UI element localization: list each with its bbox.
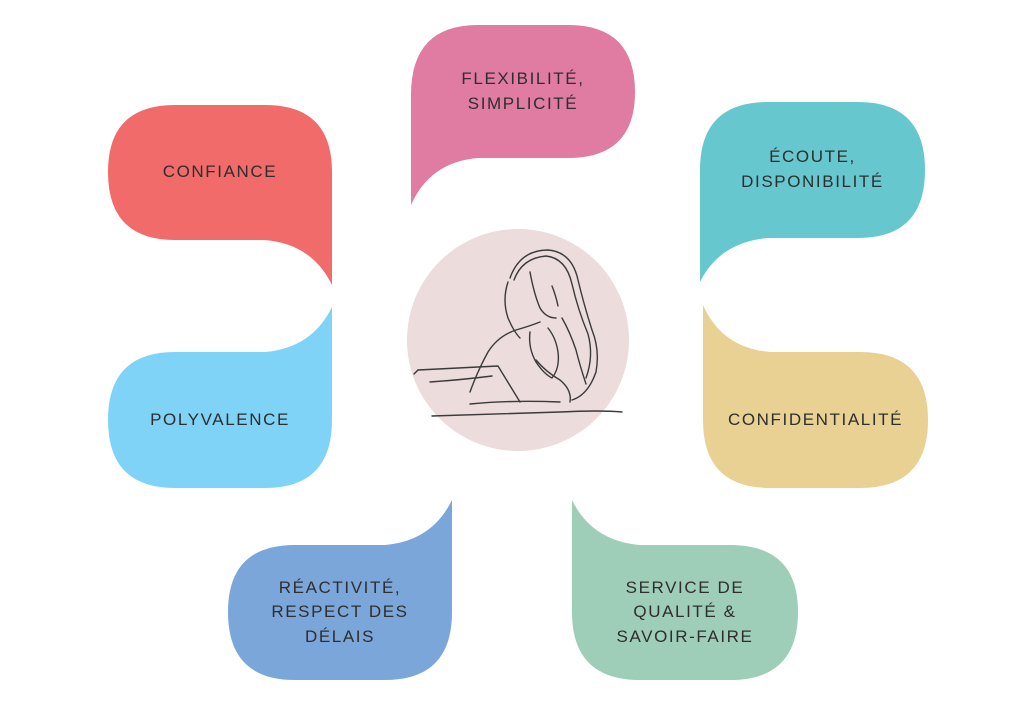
blob-ecoute [700, 102, 925, 282]
blob-confiance [108, 105, 332, 285]
woman-at-laptop-sketch-icon [413, 249, 623, 417]
blob-reactivite [228, 500, 452, 680]
blob-polyvalence [108, 307, 332, 488]
blob-flexibilite [411, 25, 635, 205]
center-illustration [407, 229, 629, 451]
blob-confidentialite [703, 305, 928, 488]
blob-service [572, 500, 798, 680]
center-circle [407, 229, 629, 451]
